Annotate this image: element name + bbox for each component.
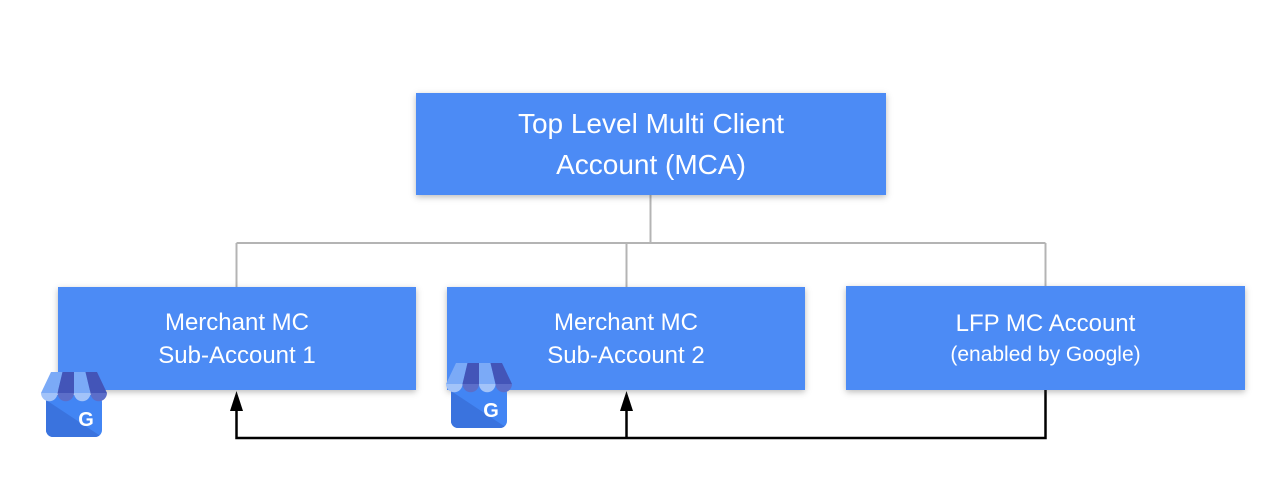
node-label-line2: (enabled by Google) (950, 343, 1141, 366)
gmb-awning (446, 363, 512, 393)
node-lfp-mc-account: LFP MC Account (enabled by Google) (846, 286, 1245, 390)
node-label-line1: Top Level Multi Client (517, 108, 785, 139)
gmb-g-letter: G (78, 409, 94, 431)
node-label-line1: Merchant MC (553, 308, 699, 336)
lfp-feed-arrows (230, 390, 1047, 440)
google-my-business-icon: G (446, 363, 512, 428)
arrowhead-to-sub-account-1 (230, 391, 243, 411)
gmb-g-letter: G (483, 400, 499, 422)
node-merchant-sub-account-1: Merchant MC Sub-Account 1 (58, 287, 416, 390)
node-label-line2: Sub-Account 2 (547, 341, 705, 369)
node-top-level-mca: Top Level Multi Client Account (MCA) (416, 93, 886, 195)
node-label-line1: LFP MC Account (955, 310, 1136, 337)
node-label-line2: Account (MCA) (556, 149, 746, 180)
tree-connector (235, 195, 1047, 288)
gmb-awning (41, 372, 107, 402)
google-my-business-icon: G (41, 372, 107, 437)
node-label-line2: Sub-Account 1 (158, 341, 316, 369)
arrowhead-to-sub-account-2 (620, 391, 633, 411)
node-label-line1: Merchant MC (164, 308, 310, 336)
